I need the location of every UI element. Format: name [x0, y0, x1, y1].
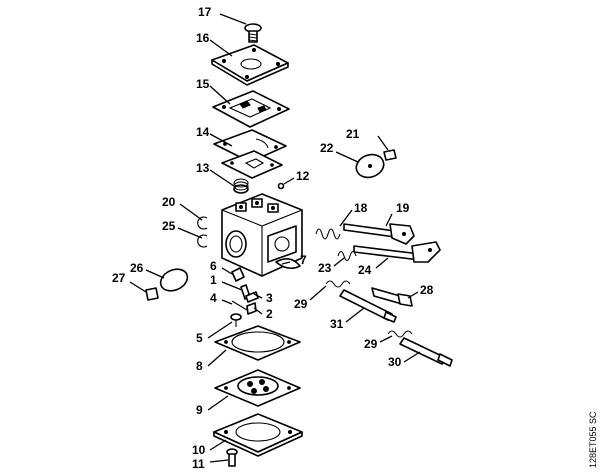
part-13-spring [233, 178, 249, 194]
part-20-circlip [197, 216, 208, 230]
part-2-screw [246, 302, 257, 315]
callout-21: 21 [346, 127, 360, 141]
part-24-throttle-shaft [353, 241, 441, 263]
part-6-bushing [231, 267, 245, 282]
callout-4: 4 [210, 291, 217, 305]
part-25-circlip [197, 234, 208, 248]
callout-27: 27 [112, 271, 126, 285]
callout-14: 14 [196, 125, 210, 139]
part-16-cover-plate [211, 44, 289, 86]
callout-18: 18 [354, 201, 368, 215]
part-10-end-cover [213, 413, 303, 457]
part-13-gasket [221, 150, 283, 179]
part-23-spring [337, 250, 357, 262]
part-27-screw [145, 287, 159, 301]
part-22-choke-disc [355, 153, 385, 179]
callout-13: 13 [196, 161, 210, 175]
callout-7: 7 [300, 253, 307, 267]
part-11-screw [226, 448, 238, 467]
callout-23: 23 [318, 261, 332, 275]
callout-22: 22 [320, 141, 334, 155]
callout-11: 11 [192, 457, 205, 471]
part-17-screw [244, 23, 262, 43]
callout-2: 2 [266, 307, 273, 321]
callout-31: 31 [330, 317, 344, 331]
callout-28: 28 [420, 283, 434, 297]
callout-25: 25 [162, 219, 176, 233]
drawing-code: 128ET055 SC [588, 411, 598, 468]
part-29b-spring [387, 330, 413, 338]
callout-20: 20 [162, 195, 176, 209]
callout-29a: 29 [294, 297, 308, 311]
part-8-gasket [214, 325, 301, 361]
part-14-diaphragm [213, 129, 287, 163]
callout-30: 30 [388, 355, 402, 369]
callout-16: 16 [196, 31, 210, 45]
part-12-ball [277, 182, 285, 190]
callout-5: 5 [196, 331, 203, 345]
part-carburetor-body [221, 193, 303, 277]
callout-10: 10 [192, 443, 206, 457]
callout-29b: 29 [364, 337, 378, 351]
part-18-spring [315, 228, 341, 240]
part-9-diaphragm [214, 369, 301, 407]
leader-lines [129, 13, 421, 463]
callout-19: 19 [396, 201, 410, 215]
callout-3: 3 [266, 291, 273, 305]
callout-12: 12 [296, 169, 310, 183]
part-30-adjusting-screw [399, 337, 453, 367]
part-29a-spring [325, 280, 351, 288]
part-31-adjusting-screw [339, 289, 397, 323]
callout-9: 9 [196, 403, 203, 417]
part-21-screw [383, 149, 397, 161]
part-26-throttle-disc [159, 268, 189, 292]
callout-24: 24 [358, 263, 372, 277]
callout-17: 17 [198, 5, 212, 19]
part-19-choke-shaft [343, 223, 415, 245]
part-28-adjusting-screw [371, 287, 413, 307]
callout-26: 26 [130, 261, 144, 275]
part-15-gasket [212, 90, 290, 128]
part-5-screw [230, 313, 242, 327]
callout-15: 15 [196, 77, 210, 91]
callout-1: 1 [210, 273, 217, 287]
callout-6: 6 [210, 259, 217, 273]
callout-8: 8 [196, 359, 203, 373]
